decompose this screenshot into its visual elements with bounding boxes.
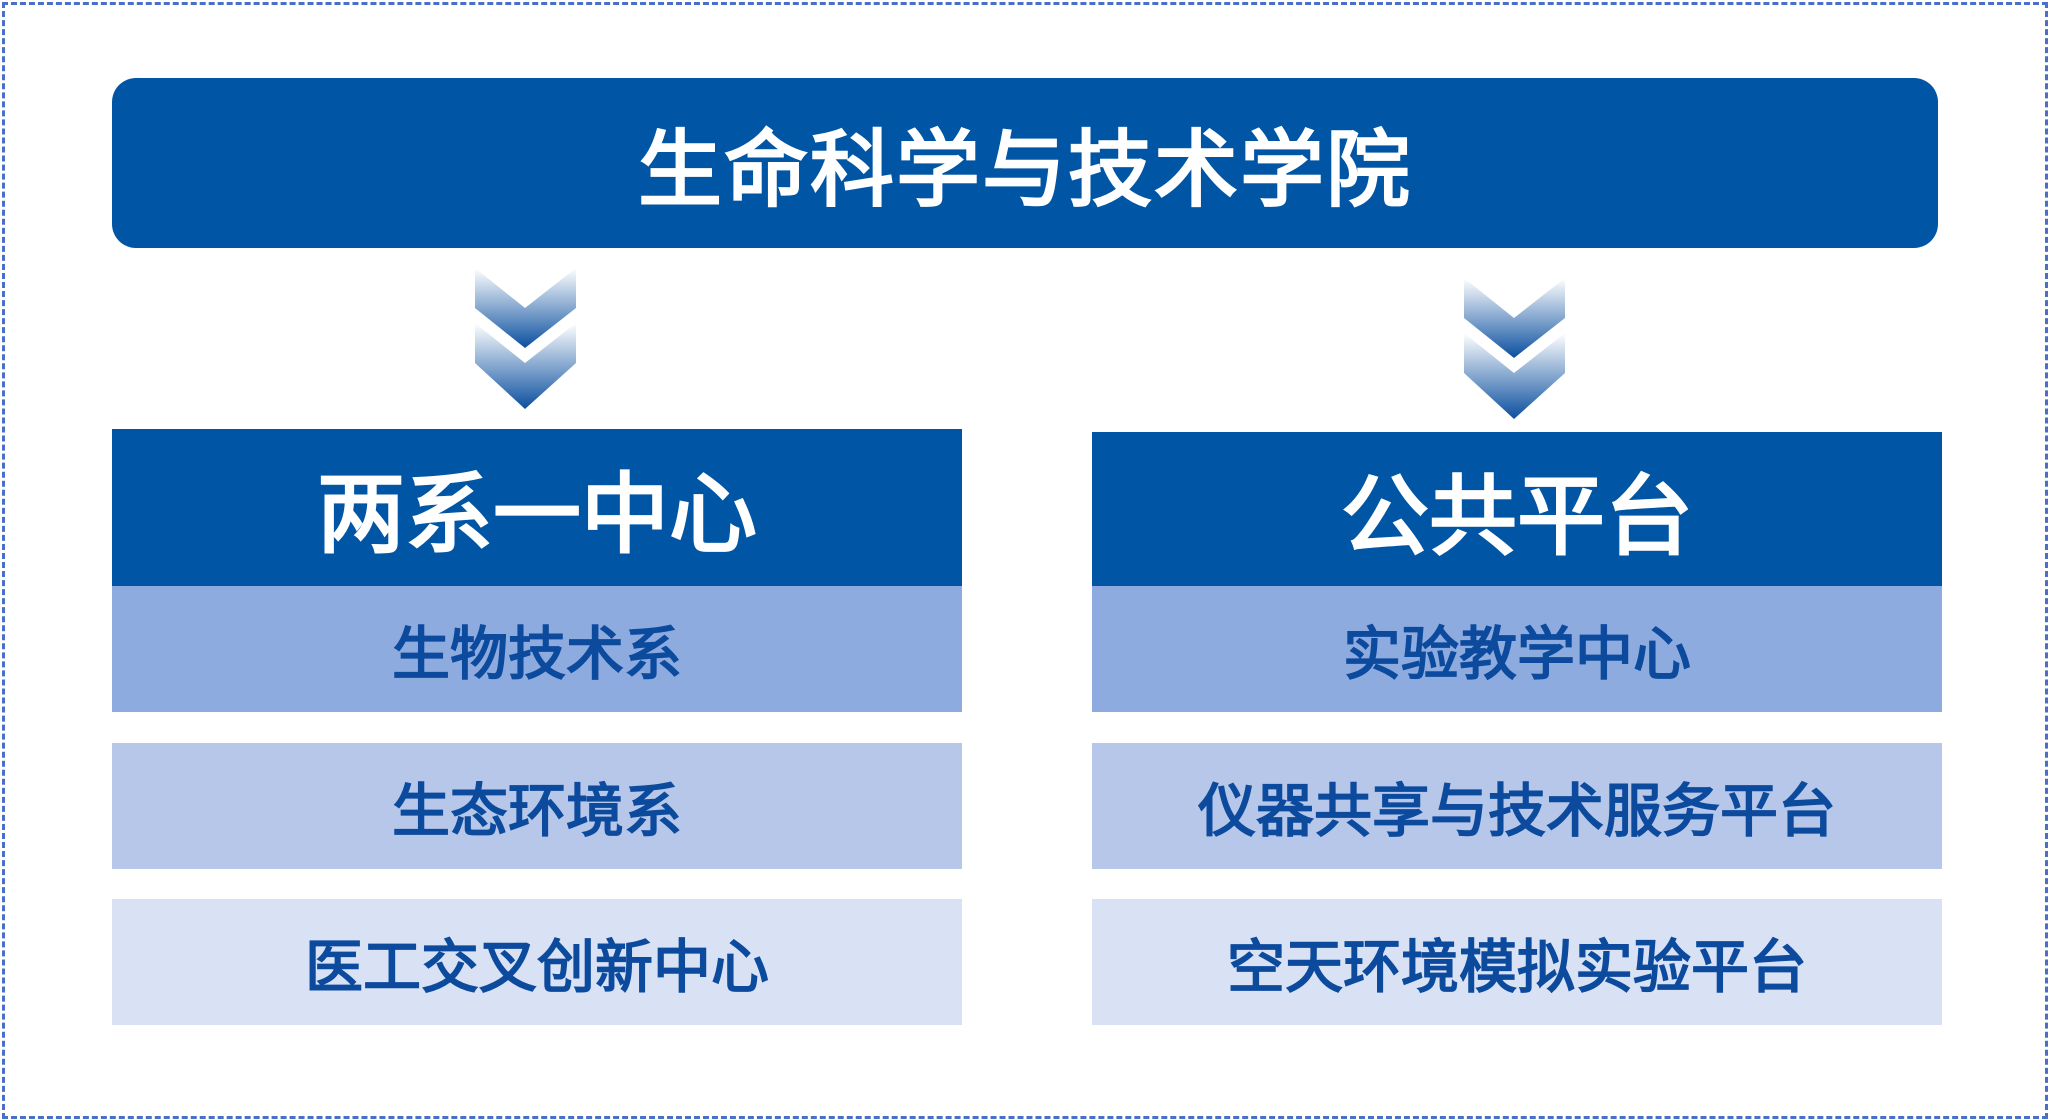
- department-item: 生态环境系: [112, 743, 962, 869]
- platform-item: 空天环境模拟实验平台: [1092, 899, 1942, 1025]
- chevron-down-icon: [475, 268, 576, 409]
- platforms-column: 公共平台 实验教学中心 仪器共享与技术服务平台 空天环境模拟实验平台: [1092, 432, 1942, 1025]
- department-item: 医工交叉创新中心: [112, 899, 962, 1025]
- platform-item: 仪器共享与技术服务平台: [1092, 743, 1942, 869]
- platform-item: 实验教学中心: [1092, 586, 1942, 712]
- department-item: 生物技术系: [112, 586, 962, 712]
- departments-column: 两系一中心 生物技术系 生态环境系 医工交叉创新中心: [112, 429, 962, 1025]
- college-title: 生命科学与技术学院: [112, 78, 1938, 248]
- platforms-header: 公共平台: [1092, 432, 1942, 586]
- chevron-down-icon: [1464, 278, 1565, 419]
- departments-header: 两系一中心: [112, 429, 962, 586]
